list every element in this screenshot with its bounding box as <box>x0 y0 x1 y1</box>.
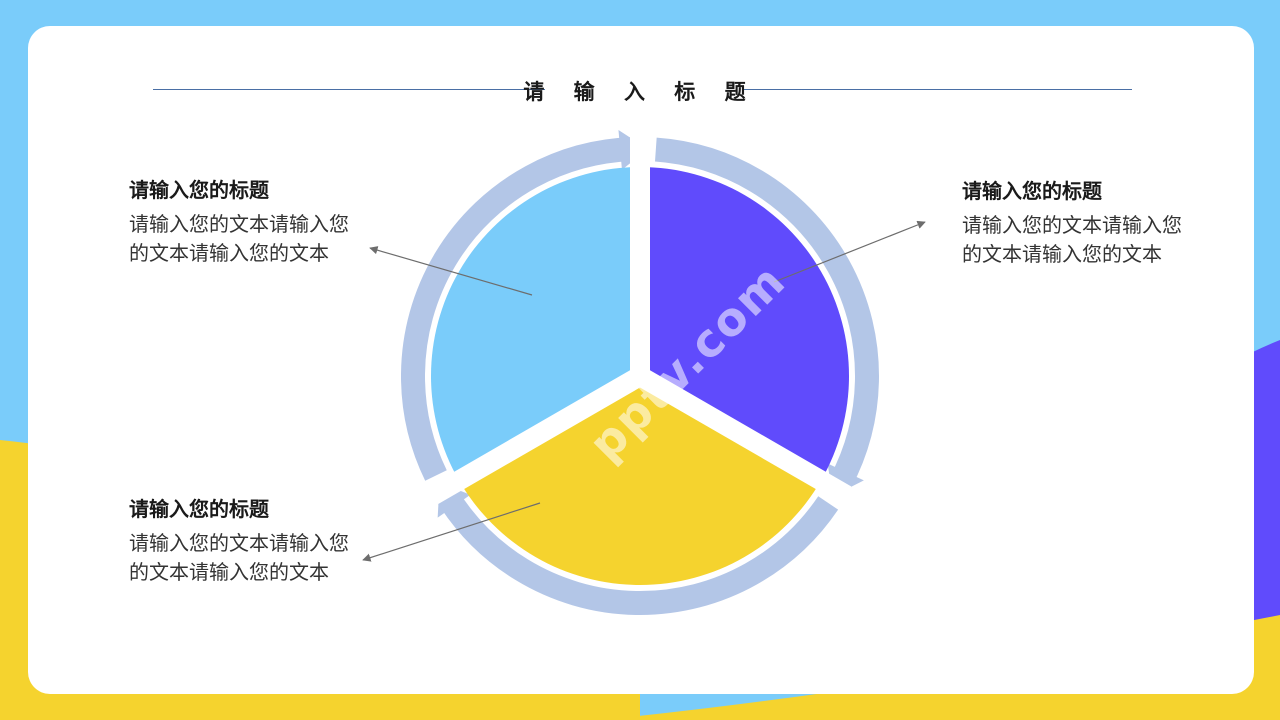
segment-gap <box>634 367 852 505</box>
connector-lines <box>362 220 926 562</box>
block-title: 请输入您的标题 <box>129 497 269 521</box>
ring-arc <box>654 137 879 489</box>
pie-segments <box>428 137 852 585</box>
block-title: 请输入您的标题 <box>129 178 269 202</box>
connector-left-bottom <box>362 502 541 562</box>
connector-right <box>773 220 926 283</box>
title-rule-left <box>153 89 545 90</box>
connector-left-top <box>369 246 533 296</box>
block-text: 请输入您的文本请输入您的文本请输入您的文本 <box>962 213 1182 266</box>
text-block-left-top: 请输入您的标题 请输入您的文本请输入您的文本请输入您的文本 <box>129 176 359 268</box>
ring-arc <box>401 137 633 481</box>
title-rule-right <box>742 89 1132 90</box>
block-title: 请输入您的标题 <box>962 179 1102 203</box>
block-text: 请输入您的文本请输入您的文本请输入您的文本 <box>129 212 349 265</box>
ring-arc <box>437 489 839 615</box>
block-text: 请输入您的文本请输入您的文本请输入您的文本 <box>129 531 349 584</box>
text-block-left-bottom: 请输入您的标题 请输入您的文本请输入您的文本请输入您的文本 <box>129 495 359 587</box>
text-block-right: 请输入您的标题 请输入您的文本请输入您的文本请输入您的文本 <box>962 177 1192 269</box>
segment-gap <box>428 367 645 505</box>
page-title: 请 输 入 标 题 <box>523 79 757 104</box>
